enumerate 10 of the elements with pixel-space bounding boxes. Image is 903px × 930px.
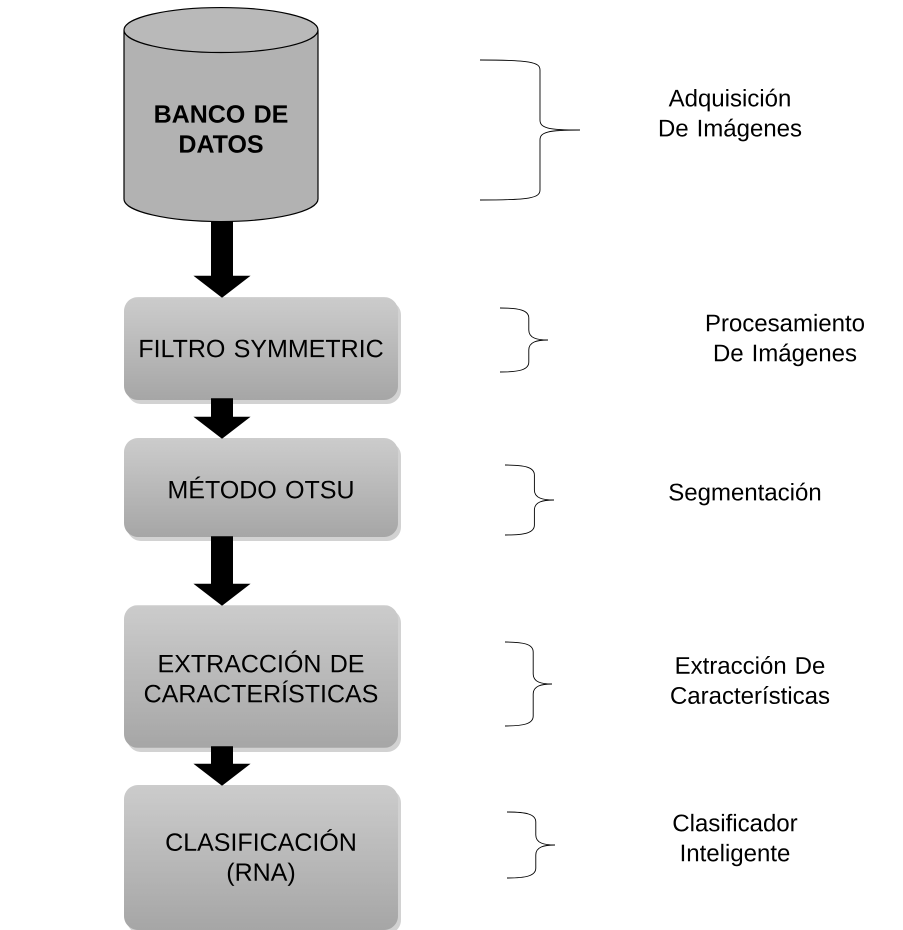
stage-label: Adquisición De Imágenes [660,88,802,142]
process-box: EXTRACCIÓN DE CARACTERÍSTICAS [124,605,401,752]
stage-label: Segmentación [669,482,820,506]
stage-label: Clasificador Inteligente [674,814,798,866]
stage-label: Procesamiento De Imágenes [706,314,864,366]
process-box: FILTRO SYMMETRIC [124,297,401,404]
database-cylinder: BANCO DE DATOS [123,6,319,222]
process-box: CLASIFICACIÓN (RNA) [124,785,401,930]
stage-label: Extracción De Características [671,656,830,704]
process-box: MÉTODO OTSU [124,438,401,541]
